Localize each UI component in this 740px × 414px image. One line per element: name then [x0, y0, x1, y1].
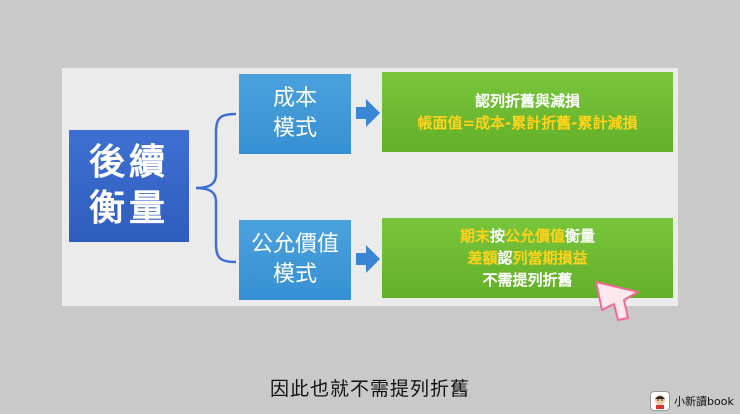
fv-line2-profit-loss: 列當期損益 [512, 249, 588, 267]
fv-result-line3: 不需提列折舊 [482, 271, 573, 289]
fv-line2-recognize: 認 [497, 249, 513, 267]
fair-value-model-box: 公允價值 模式 [239, 220, 351, 300]
fv-result-line2: 差額認列當期損益 [467, 247, 587, 269]
cost-model-result-box: 認列折舊與減損 帳面值=成本-累計折舊-累計減損 [382, 72, 673, 152]
fv-result-line1: 期末按公允價值衡量 [460, 225, 595, 247]
avatar-icon [650, 391, 670, 411]
fair-value-result-box: 期末按公允價值衡量 差額認列當期損益 不需提列折舊 [382, 218, 673, 298]
cost-model-label-line1: 成本 [272, 86, 317, 111]
curly-brace-connector [195, 112, 237, 264]
fv-line1-measure: 衡量 [565, 227, 596, 245]
watermark-text: 小新讀book [674, 395, 734, 408]
cost-result-line2: 帳面值=成本-累計折舊-累計減損 [417, 114, 638, 132]
root-box-subsequent-measurement: 後續 衡量 [69, 130, 189, 242]
fv-line1-fair-value: 公允價值 [505, 227, 566, 245]
cost-result-line1: 認列折舊與減損 [474, 92, 580, 110]
fv-line2-difference: 差額 [467, 249, 498, 267]
cost-model-label-line2: 模式 [272, 116, 317, 141]
fv-line1-period-end: 期末 [459, 227, 490, 245]
fv-line1-by: 按 [489, 227, 505, 245]
channel-watermark: 小新讀book [650, 390, 738, 412]
root-line1: 後續 [88, 142, 169, 183]
cost-model-box: 成本 模式 [239, 74, 351, 154]
video-subtitle: 因此也就不需提列折舊 [269, 378, 470, 400]
arrow-right-icon [356, 99, 380, 127]
root-line2: 衡量 [88, 188, 169, 229]
pointer-cursor-icon [595, 281, 639, 321]
fair-value-model-label-line2: 模式 [272, 262, 317, 287]
arrow-right-icon [356, 245, 380, 273]
fair-value-model-label-line1: 公允價值 [250, 232, 339, 257]
